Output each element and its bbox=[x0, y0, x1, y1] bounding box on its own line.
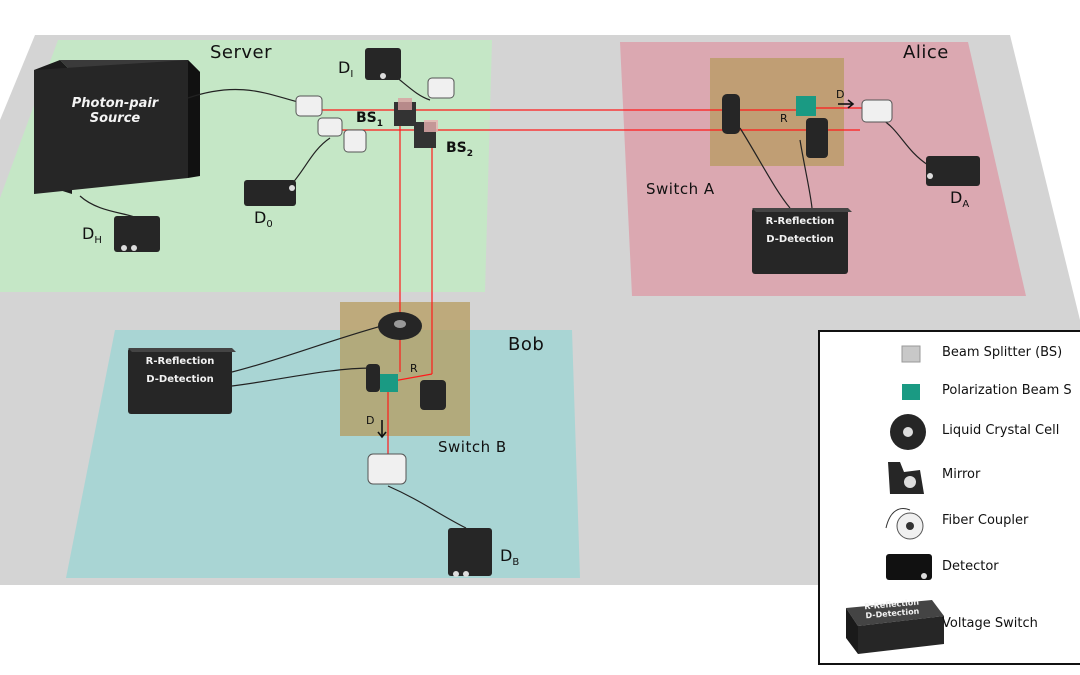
beam-splitter-icon bbox=[901, 345, 921, 363]
detector-da bbox=[926, 156, 980, 186]
alice-arrow-d: D bbox=[836, 88, 845, 101]
alice-arrow-r: R bbox=[780, 112, 788, 125]
legend-item: Mirror bbox=[820, 456, 1080, 496]
pbs-alice bbox=[796, 96, 816, 116]
legend-label: Fiber Coupler bbox=[942, 513, 1029, 528]
legend-item: Liquid Crystal Cell bbox=[820, 412, 1080, 452]
legend-item: Polarization Beam S bbox=[820, 372, 1080, 412]
photon-pair-source bbox=[34, 60, 200, 194]
label-d-h: DH bbox=[82, 224, 102, 247]
legend-item: R-Reflection D-Detection Voltage Switch bbox=[820, 594, 1080, 663]
mirror-icon bbox=[888, 462, 924, 494]
voltage-switch-alice bbox=[752, 208, 852, 274]
legend-label: Mirror bbox=[942, 467, 981, 482]
legend-label: Voltage Switch bbox=[942, 616, 1038, 631]
legend-label: Detector bbox=[942, 559, 999, 574]
voltage-switch-bob bbox=[128, 348, 236, 414]
detector-d0 bbox=[244, 180, 296, 206]
label-d-a: DA bbox=[950, 188, 970, 211]
label-bs1: BS1 bbox=[356, 110, 384, 129]
legend-panel: Beam Splitter (BS) Polarization Beam S L… bbox=[818, 330, 1080, 665]
liquid-crystal-cell-icon bbox=[890, 414, 926, 450]
legend-item: Detector bbox=[820, 548, 1080, 588]
legend-label: Beam Splitter (BS) bbox=[942, 345, 1063, 360]
detector-db bbox=[448, 528, 492, 577]
switch-b-label: Switch B bbox=[438, 438, 507, 456]
pbs-bob bbox=[380, 374, 398, 392]
label-d-i: DI bbox=[338, 58, 354, 81]
label-d-b: DB bbox=[500, 546, 520, 569]
bob-arrow-r: R bbox=[410, 362, 418, 375]
source-line-1: Photon-pair bbox=[71, 96, 159, 111]
detector-icon bbox=[886, 554, 932, 580]
alice-voltage-line-2: D-Detection bbox=[766, 234, 834, 245]
label-bs2: BS2 bbox=[446, 140, 474, 159]
legend-item: Fiber Coupler bbox=[820, 502, 1080, 542]
fiber-couplers bbox=[295, 77, 893, 485]
legend-item: Beam Splitter (BS) bbox=[820, 334, 1080, 374]
legend-label: Liquid Crystal Cell bbox=[942, 423, 1060, 438]
beam-splitters bbox=[394, 98, 438, 148]
bob-arrow-d: D bbox=[366, 414, 375, 427]
detector-dh bbox=[114, 216, 160, 252]
legend-label: Polarization Beam S bbox=[942, 383, 1072, 398]
bob-voltage-text: R-Reflection D-Detection bbox=[128, 356, 232, 386]
alice-title: Alice bbox=[903, 42, 949, 63]
polarization-beam-splitter-icon bbox=[902, 384, 920, 400]
alice-voltage-text: R-Reflection D-Detection bbox=[752, 216, 848, 246]
source-line-2: Source bbox=[89, 111, 141, 126]
mirrors bbox=[366, 94, 828, 410]
liquid-crystal-cell bbox=[378, 312, 422, 340]
voltage-switch-icon bbox=[846, 600, 944, 654]
alice-voltage-line-1: R-Reflection bbox=[765, 216, 835, 227]
photon-pair-source-label: Photon-pair Source bbox=[50, 96, 180, 126]
fiber-coupler-icon bbox=[885, 508, 924, 540]
label-d-0: D0 bbox=[254, 208, 273, 231]
bob-voltage-line-1: R-Reflection bbox=[145, 356, 215, 367]
bob-title: Bob bbox=[508, 334, 545, 355]
detector-di bbox=[365, 48, 401, 80]
switch-arrows bbox=[377, 99, 855, 439]
bob-voltage-line-2: D-Detection bbox=[146, 374, 214, 385]
switch-a-label: Switch A bbox=[646, 180, 715, 198]
server-title: Server bbox=[210, 42, 273, 63]
